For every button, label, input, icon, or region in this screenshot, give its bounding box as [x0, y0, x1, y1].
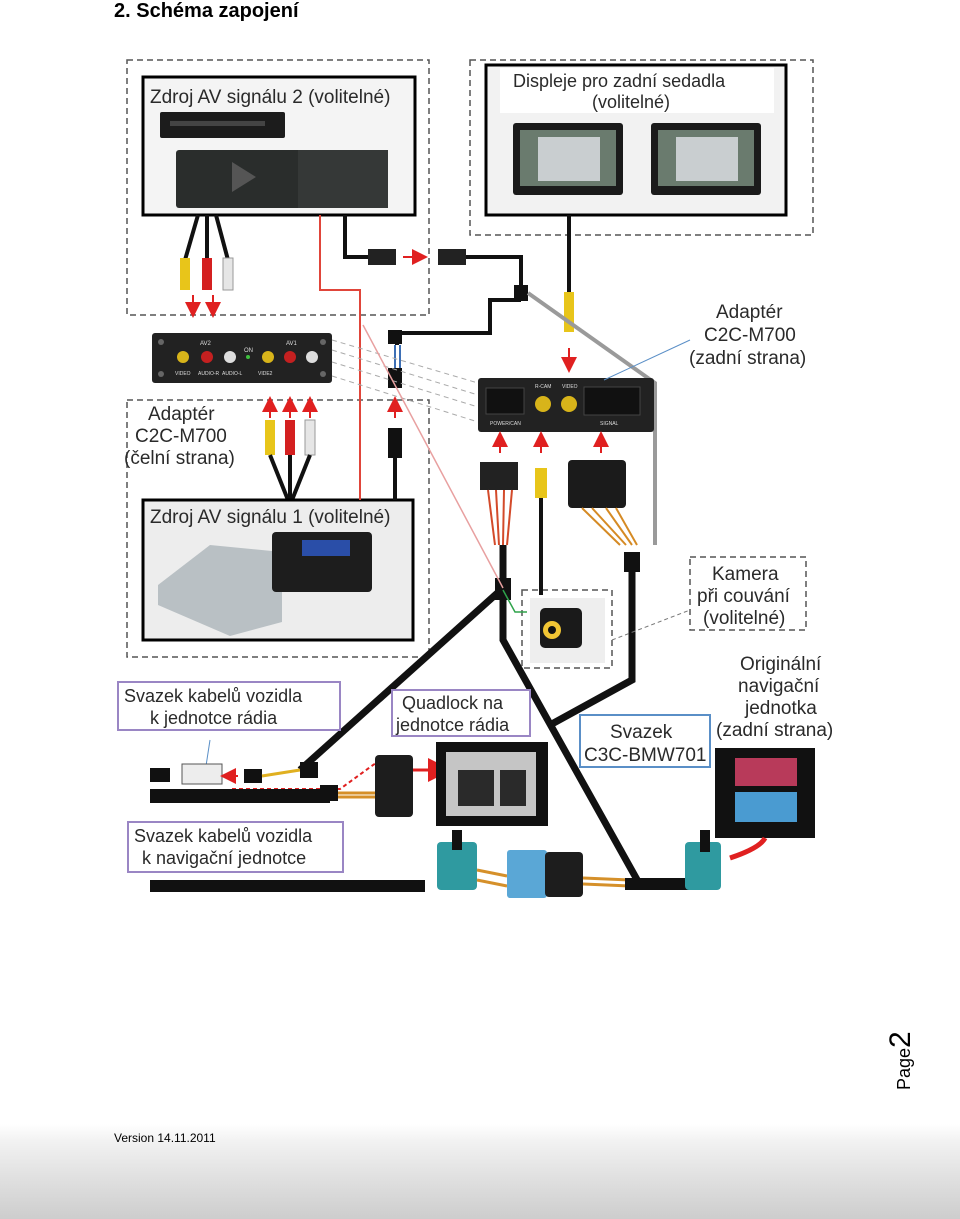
rear-r-cam-label: R-CAM	[535, 384, 551, 390]
wiring-diagram: Zdroj AV signálu 2 (volitelné) Displeje …	[117, 59, 833, 898]
svg-text:(zadní strana): (zadní strana)	[689, 348, 806, 369]
svg-text:C2C-M700: C2C-M700	[135, 426, 227, 447]
vehicle-nav-harness: Svazek kabelů vozidla k navigační jednot…	[127, 821, 721, 898]
pink-thin-wire	[362, 324, 504, 589]
page-number: Page2	[880, 1030, 920, 1100]
svg-text:Adaptér: Adaptér	[716, 302, 783, 323]
svg-text:k navigační jednotce: k navigační jednotce	[142, 848, 306, 868]
adapter-rear-panel: POWER/CAN R-CAM VIDEO SIGNAL	[478, 378, 654, 432]
front-audio-r-label: AUDIO-R	[198, 371, 220, 377]
rear-displays-label-1: Displeje pro zadní sedadla	[513, 71, 726, 91]
rear-signal-label: SIGNAL	[600, 421, 619, 427]
rear-display-right	[651, 123, 761, 195]
green-thin-wire	[502, 589, 527, 613]
rca-plugs-source-2	[180, 214, 234, 318]
front-av1-label: AV1	[286, 341, 298, 347]
rear-displays: Displeje pro zadní sedadla (volitelné)	[484, 63, 788, 217]
svg-text:Svazek: Svazek	[610, 722, 673, 743]
av-source-1: Zdroj AV signálu 1 (volitelné)	[141, 498, 415, 642]
vehicle-radio-harness: Svazek kabelů vozidla k jednotce rádia	[117, 681, 452, 817]
av-source-2: Zdroj AV signálu 2 (volitelné)	[141, 75, 417, 217]
red-power-wire	[319, 215, 361, 500]
rear-panel-plugs	[480, 431, 638, 595]
original-nav-unit: Originální navigační jednotka (zadní str…	[715, 654, 833, 861]
camera-label: Kamera při couvání (volitelné)	[697, 564, 791, 629]
svg-text:jednotce rádia: jednotce rádia	[395, 715, 510, 735]
svg-text:jednotka: jednotka	[744, 698, 817, 719]
harness-splice-2	[624, 552, 640, 572]
adapter-rear-pointer	[603, 339, 691, 381]
svg-text:(zadní strana): (zadní strana)	[716, 720, 833, 741]
c3c-harness-cables	[297, 545, 644, 887]
rear-power-can-label: POWER/CAN	[490, 421, 521, 427]
dashed-frames	[126, 59, 814, 669]
control-connectors	[343, 215, 528, 500]
adapter-front-panel: AV2 AV1 ON VIDEO AUDIO-R AUDIO-L VIDE2	[152, 333, 332, 383]
svg-text:Adaptér: Adaptér	[148, 404, 215, 425]
svg-text:C2C-M700: C2C-M700	[704, 325, 796, 346]
alignment-guides	[331, 339, 479, 423]
rca-plugs-source-1	[262, 396, 318, 501]
camera-pointer	[611, 609, 691, 641]
svg-text:C3C-BMW701: C3C-BMW701	[584, 745, 706, 766]
page-number-value: 2	[884, 1031, 917, 1048]
harness-splice-1	[495, 578, 511, 600]
rear-video-label: VIDEO	[562, 384, 578, 390]
rear-display-left	[513, 123, 623, 195]
svg-text:Svazek kabelů vozidla: Svazek kabelů vozidla	[134, 826, 313, 846]
grey-signal-cable	[526, 291, 657, 545]
front-video-label: VIDEO	[175, 371, 191, 377]
front-video2-label: VIDE2	[258, 371, 273, 377]
av-source-2-label: Zdroj AV signálu 2 (volitelné)	[150, 87, 390, 108]
adapter-front-label: Adaptér C2C-M700 (čelní strana)	[124, 404, 235, 469]
front-on-label: ON	[244, 348, 253, 354]
c3c-harness-label: Svazek C3C-BMW701	[579, 714, 711, 768]
front-audio-l-label: AUDIO-L	[222, 371, 243, 377]
svg-text:Originální: Originální	[740, 654, 822, 675]
footer-band	[0, 1124, 960, 1219]
quadlock: Quadlock na jednotce rádia	[391, 689, 548, 826]
section-heading: 2. Schéma zapojení	[114, 0, 299, 22]
svg-text:navigační: navigační	[738, 676, 820, 697]
svg-text:Quadlock na: Quadlock na	[402, 693, 504, 713]
svg-text:při couvání: při couvání	[697, 586, 791, 607]
svg-text:k jednotce rádia: k jednotce rádia	[150, 708, 278, 728]
version-text: Version 14.11.2011	[114, 1131, 216, 1145]
adapter-rear-label: Adaptér C2C-M700 (zadní strana)	[689, 302, 806, 369]
svg-text:Kamera: Kamera	[712, 564, 779, 585]
front-av2-label: AV2	[200, 341, 212, 347]
svg-text:Svazek kabelů vozidla: Svazek kabelů vozidla	[124, 686, 303, 706]
av-source-1-label: Zdroj AV signálu 1 (volitelné)	[150, 507, 390, 528]
page-word: Page	[894, 1047, 914, 1090]
reverse-camera	[530, 598, 605, 663]
rear-display-video-plug	[561, 215, 577, 373]
svg-text:(čelní strana): (čelní strana)	[124, 448, 235, 469]
rear-displays-label-2: (volitelné)	[592, 92, 670, 112]
svg-text:(volitelné): (volitelné)	[703, 608, 785, 629]
